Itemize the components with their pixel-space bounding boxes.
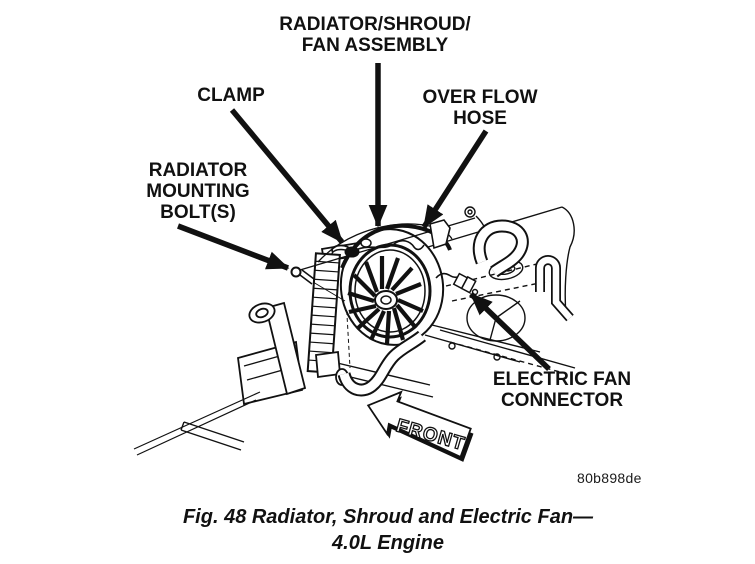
callout-mounting-bolt: RADIATOR MOUNTING BOLT(S) xyxy=(146,160,249,223)
pointer-overflow xyxy=(421,129,489,229)
pointer-connector xyxy=(469,292,551,371)
pointer-bolt xyxy=(177,223,290,271)
callout-line: MOUNTING xyxy=(146,181,250,202)
callout-line: BOLT(S) xyxy=(160,202,236,223)
pointer-clamp xyxy=(229,108,345,244)
fan-connector xyxy=(435,272,479,296)
heater-pipe xyxy=(535,255,574,322)
callout-line: RADIATOR xyxy=(148,160,248,181)
callout-fan-assembly: RADIATOR/SHROUD/ FAN ASSEMBLY xyxy=(279,14,470,56)
callout-line: HOSE xyxy=(453,108,507,129)
figure-caption: Fig. 48 Radiator, Shroud and Electric Fa… xyxy=(183,504,593,556)
callout-line: ELECTRIC FAN xyxy=(492,369,632,390)
callout-line: CONNECTOR xyxy=(500,390,624,411)
frame-brackets xyxy=(133,301,307,456)
lower-hose xyxy=(337,330,427,397)
mounting-bolt xyxy=(290,266,346,302)
caption-line: Fig. 48 Radiator, Shroud and Electric Fa… xyxy=(182,506,594,528)
callout-fan-connector: ELECTRIC FAN CONNECTOR xyxy=(493,369,631,411)
pointer-arrows xyxy=(177,63,551,371)
callout-overflow-hose: OVER FLOW HOSE xyxy=(422,87,537,129)
callout-line: OVER FLOW xyxy=(422,87,538,108)
overflow-hose xyxy=(351,239,425,253)
figure-code: 80b898de xyxy=(577,470,642,486)
front-arrow: FRONT xyxy=(366,390,474,462)
upper-hose xyxy=(472,219,529,278)
callout-line: RADIATOR/SHROUD/ xyxy=(279,14,471,35)
callout-line: FAN ASSEMBLY xyxy=(301,35,449,56)
caption-line: 4.0L Engine xyxy=(332,532,444,554)
callout-clamp: CLAMP xyxy=(197,85,265,106)
fan-blades xyxy=(347,243,432,345)
callout-line: CLAMP xyxy=(197,85,265,106)
